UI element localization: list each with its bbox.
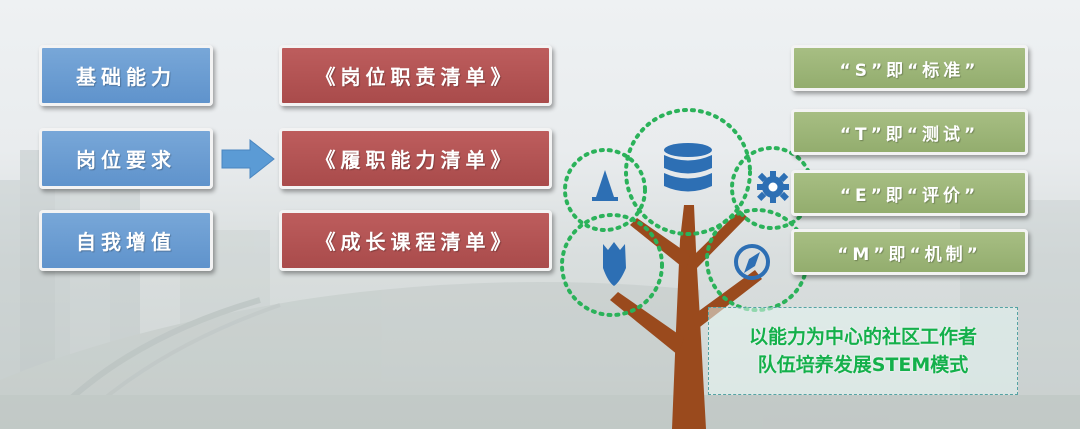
box-label: 《岗位职责清单》	[315, 65, 516, 89]
box-label: “M”即“机制”	[837, 244, 982, 265]
box-label: “S”即“标准”	[839, 60, 980, 81]
shield-icon	[603, 242, 626, 286]
gear-icon	[757, 171, 789, 203]
box-label: 自我增值	[76, 230, 176, 254]
box-m-mechanism: “M”即“机制”	[791, 229, 1028, 275]
box-e-evaluation: “E”即“评价”	[791, 170, 1028, 216]
caption-line-1: 以能力为中心的社区工作者	[748, 326, 977, 348]
circle-shield	[560, 213, 664, 317]
box-post-duty-list: 《岗位职责清单》	[279, 45, 552, 106]
box-self-improvement: 自我增值	[39, 210, 213, 271]
box-post-requirements: 岗位要求	[39, 128, 213, 189]
box-label: 基础能力	[76, 65, 176, 89]
compass-icon	[734, 244, 770, 280]
box-basic-ability: 基础能力	[39, 45, 213, 106]
circle-database	[624, 108, 752, 236]
box-label: 《成长课程清单》	[315, 230, 516, 254]
box-s-standard: “S”即“标准”	[791, 45, 1028, 91]
model-caption: 以能力为中心的社区工作者 队伍培养发展STEM模式	[708, 307, 1018, 395]
box-label: “E”即“评价”	[839, 185, 980, 206]
right-arrow-icon	[221, 138, 275, 180]
box-t-test: “T”即“测试”	[791, 109, 1028, 155]
box-label: “T”即“测试”	[839, 124, 980, 145]
caption-line-2: 队伍培养发展STEM模式	[757, 354, 969, 376]
circle-cone	[563, 148, 647, 232]
box-label: 岗位要求	[76, 148, 176, 172]
box-growth-course-list: 《成长课程清单》	[279, 210, 552, 271]
database-icon	[664, 143, 712, 192]
box-label: 《履职能力清单》	[315, 148, 516, 172]
box-duty-ability-list: 《履职能力清单》	[279, 128, 552, 189]
cone-icon	[592, 170, 618, 201]
